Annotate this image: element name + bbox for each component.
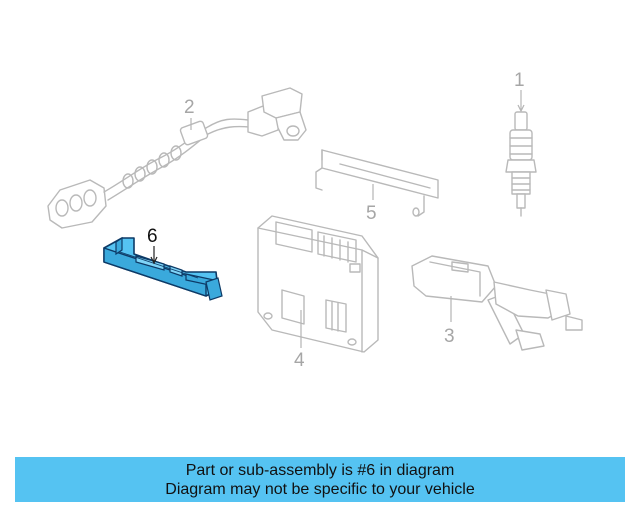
spark-plug-part[interactable] [505, 111, 537, 217]
info-banner: Part or sub-assembly is #6 in diagram Di… [15, 457, 625, 502]
cam-sensor-part[interactable] [411, 255, 583, 351]
callout-1-arrow [517, 104, 525, 113]
wiring-sensor-part[interactable] [47, 87, 307, 229]
callout-1-label: 1 [514, 70, 525, 91]
callout-5-label: 5 [366, 203, 377, 224]
banner-line-disclaimer: Diagram may not be specific to your vehi… [165, 480, 475, 498]
control-module-part[interactable] [257, 215, 379, 353]
banner-line-part-number: Part or sub-assembly is #6 in diagram [185, 461, 455, 479]
callout-6-arrow [150, 256, 158, 265]
callout-6-label: 6 [147, 226, 158, 247]
highlighted-bracket-part[interactable] [103, 236, 223, 301]
callout-2-label: 2 [184, 97, 195, 118]
callout-4-label: 4 [294, 350, 305, 371]
parts-diagram: 1 2 5 [47, 70, 583, 371]
callout-3-label: 3 [444, 326, 455, 347]
mount-bracket-part[interactable] [315, 149, 439, 217]
